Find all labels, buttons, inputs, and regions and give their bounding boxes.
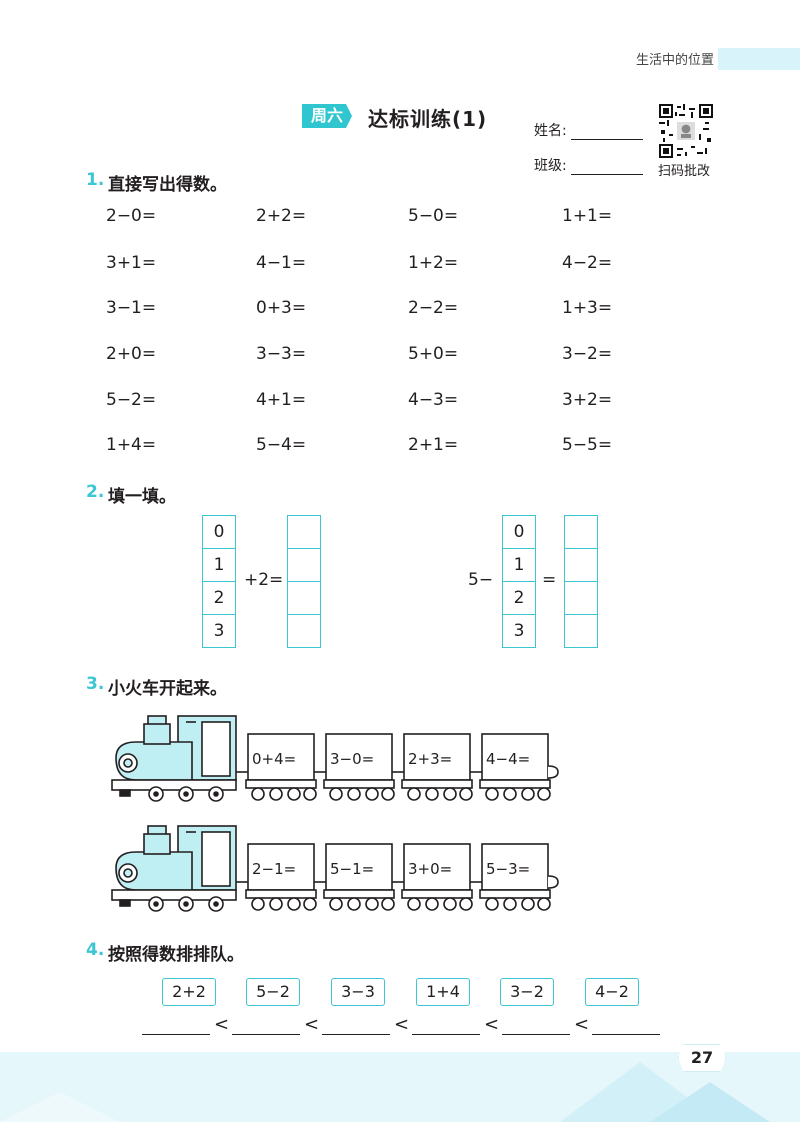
order-blank[interactable] — [502, 1018, 570, 1035]
name-label: 姓名: — [534, 123, 567, 139]
q1-item: 5−2= — [106, 390, 157, 410]
page-number: 27 — [678, 1044, 726, 1072]
header-band — [718, 48, 800, 70]
q2-left-value: 3 — [213, 621, 225, 641]
q1-item: 3−1= — [106, 298, 157, 318]
wagon-expression: 5−1= — [330, 860, 375, 878]
answer-box[interactable] — [565, 516, 597, 549]
q2-right-prefix: 5− — [468, 570, 494, 590]
q2-right-value: 3 — [513, 621, 525, 641]
q2-instruction: 填一填。 — [108, 487, 176, 507]
q1-item: 1+2= — [408, 253, 459, 273]
class-field[interactable]: 班级: — [534, 155, 643, 175]
q4-instruction: 按照得数排排队。 — [108, 945, 244, 965]
name-field[interactable]: 姓名: — [534, 120, 643, 140]
wagon-expression: 2−1= — [252, 860, 297, 878]
q2-left-value: 1 — [203, 549, 235, 582]
q1-item: 2+0= — [106, 344, 157, 364]
wagon-expression: 0+4= — [252, 750, 297, 768]
answer-box[interactable] — [288, 615, 320, 647]
less-than-sign: < — [304, 1014, 320, 1035]
answer-box[interactable] — [565, 582, 597, 615]
order-blank[interactable] — [592, 1018, 660, 1035]
q1-item: 3−2= — [562, 344, 613, 364]
footer-band — [0, 1052, 800, 1122]
wagon-expression: 3−0= — [330, 750, 375, 768]
train-icon — [111, 825, 559, 912]
q2-left-operator: +2= — [244, 570, 284, 590]
q2-right-value: 2 — [503, 582, 535, 615]
q1-item: 5−4= — [256, 435, 307, 455]
q1-item: 4+1= — [256, 390, 307, 410]
q1-item: 5−0= — [408, 206, 459, 226]
wagon-expression: 2+3= — [408, 750, 453, 768]
answer-box[interactable] — [288, 582, 320, 615]
q2-left-value: 2 — [203, 582, 235, 615]
order-item: 4−2 — [585, 978, 639, 1006]
q1-item: 4−3= — [408, 390, 459, 410]
chapter-title: 生活中的位置 — [636, 53, 715, 68]
q2-number: 2. — [86, 482, 105, 502]
class-label: 班级: — [534, 158, 567, 174]
q1-item: 4−2= — [562, 253, 613, 273]
page-title: 达标训练(1) — [368, 107, 488, 131]
qr-code-icon[interactable] — [659, 104, 713, 158]
q3-instruction: 小火车开起来。 — [108, 679, 227, 699]
answer-box[interactable] — [288, 549, 320, 582]
answer-box[interactable] — [565, 615, 597, 647]
order-item: 3−2 — [500, 978, 554, 1006]
less-than-sign: < — [574, 1014, 590, 1035]
class-blank[interactable] — [570, 160, 643, 175]
less-than-sign: < — [394, 1014, 410, 1035]
order-blank[interactable] — [142, 1018, 210, 1035]
q1-instruction: 直接写出得数。 — [108, 175, 227, 195]
less-than-sign: < — [214, 1014, 230, 1035]
q2-right-answers[interactable] — [564, 515, 598, 648]
wagon-expression: 5−3= — [486, 860, 531, 878]
q1-item: 5−5= — [562, 435, 613, 455]
q2-left-answers[interactable] — [287, 515, 321, 648]
q1-number: 1. — [86, 170, 105, 190]
answer-box[interactable] — [565, 549, 597, 582]
day-tag: 周六 — [302, 104, 352, 128]
name-blank[interactable] — [570, 125, 643, 140]
train-1: 0+4= 3−0= 2+3= 4−4= — [106, 714, 566, 804]
q1-item: 2−0= — [106, 206, 157, 226]
wagon-expression: 3+0= — [408, 860, 453, 878]
q1-item: 1+1= — [562, 206, 613, 226]
order-blank[interactable] — [322, 1018, 390, 1035]
order-item: 5−2 — [246, 978, 300, 1006]
q1-item: 2−2= — [408, 298, 459, 318]
order-item: 2+2 — [162, 978, 216, 1006]
q3-number: 3. — [86, 674, 105, 694]
order-blank[interactable] — [232, 1018, 300, 1035]
q1-item: 1+4= — [106, 435, 157, 455]
q1-item: 5+0= — [408, 344, 459, 364]
order-item: 3−3 — [331, 978, 385, 1006]
q1-item: 0+3= — [256, 298, 307, 318]
qr-caption: 扫码批改 — [658, 164, 711, 179]
q4-number: 4. — [86, 940, 105, 960]
q2-right-values: 0 1 2 3 — [502, 515, 536, 648]
q2-right-value: 0 — [503, 516, 535, 549]
train-2: 2−1= 5−1= 3+0= 5−3= — [106, 824, 566, 914]
train-icon — [111, 715, 559, 802]
less-than-sign: < — [484, 1014, 500, 1035]
q2-right-equals: = — [542, 570, 557, 590]
q1-item: 4−1= — [256, 253, 307, 273]
q2-right-value: 1 — [503, 549, 535, 582]
footer-pattern — [0, 1062, 770, 1122]
q2-left-values: 0 1 2 3 — [202, 515, 236, 648]
q1-item: 2+2= — [256, 206, 307, 226]
order-item: 1+4 — [416, 978, 470, 1006]
q1-item: 3+2= — [562, 390, 613, 410]
answer-box[interactable] — [288, 516, 320, 549]
q1-item: 3−3= — [256, 344, 307, 364]
wagon-expression: 4−4= — [486, 750, 531, 768]
q2-left-value: 0 — [203, 516, 235, 549]
q1-item: 2+1= — [408, 435, 459, 455]
q1-item: 1+3= — [562, 298, 613, 318]
order-blank[interactable] — [412, 1018, 480, 1035]
q1-item: 3+1= — [106, 253, 157, 273]
